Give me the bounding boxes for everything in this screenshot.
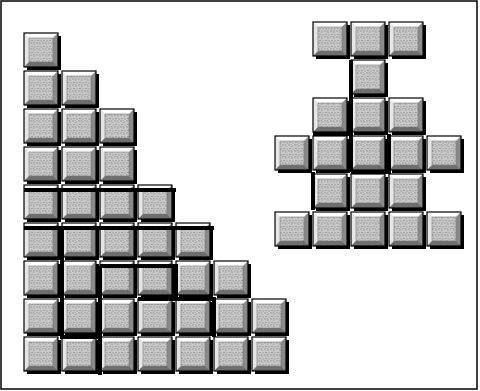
tower-tile (275, 136, 312, 173)
staircase-tile (62, 109, 99, 146)
tower-tile (313, 212, 350, 249)
tower-tile (313, 174, 350, 211)
staircase-tile (62, 299, 99, 336)
staircase-tile (100, 299, 137, 336)
tower-tile (313, 136, 350, 173)
tower-tile (313, 22, 350, 59)
tower-tile (427, 136, 464, 173)
tower-tile (351, 22, 388, 59)
tower-tile (351, 60, 388, 97)
staircase-tile (24, 71, 61, 108)
tower-tile (389, 22, 426, 59)
staircase-tile (62, 71, 99, 108)
staircase-tile (62, 261, 99, 298)
staircase-tile (24, 33, 61, 70)
staircase-tile (100, 147, 137, 184)
staircase-tile (100, 337, 137, 374)
tower-tile (351, 98, 388, 135)
tower-tile (389, 136, 426, 173)
staircase-tile (138, 299, 175, 336)
staircase-tile (24, 337, 61, 374)
tower-tile (351, 212, 388, 249)
staircase-tile (252, 299, 289, 336)
tower-tile (427, 212, 464, 249)
staircase-tile (138, 337, 175, 374)
staircase-tile (24, 147, 61, 184)
staircase-tile (176, 337, 213, 374)
tower-tile (389, 98, 426, 135)
staircase-tile (24, 261, 61, 298)
tower-tile (313, 98, 350, 135)
tower-tile (389, 174, 426, 211)
staircase-tile (176, 299, 213, 336)
staircase-tile (62, 337, 99, 374)
staircase-tile (252, 337, 289, 374)
tower-tile (351, 174, 388, 211)
tower-tile (389, 212, 426, 249)
staircase-tile (24, 109, 61, 146)
staircase-tile (176, 261, 213, 298)
staircase-tile (62, 147, 99, 184)
staircase-tile (214, 337, 251, 374)
tower-tile (275, 212, 312, 249)
staircase-tile (214, 299, 251, 336)
tower-tile (351, 136, 388, 173)
staircase-tile (214, 261, 251, 298)
staircase-tile (24, 299, 61, 336)
staircase-tile (100, 109, 137, 146)
